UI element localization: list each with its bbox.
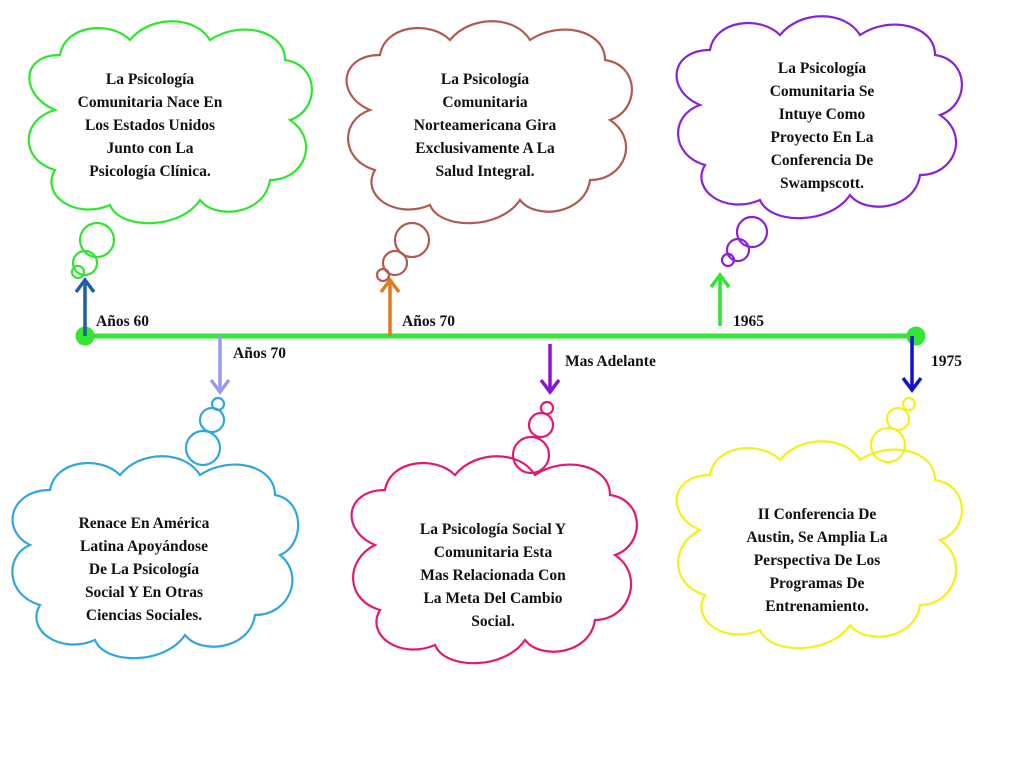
bubbles-top-2 xyxy=(375,221,431,283)
label-top-2: Años 70 xyxy=(402,313,455,330)
label-bottom-1: Años 70 xyxy=(233,345,286,362)
bubbles-bottom-3 xyxy=(869,396,917,464)
cloud-text-bottom-1: Renace En América Latina Apoyándose De L… xyxy=(78,515,210,624)
cloud-top-2 xyxy=(345,20,633,225)
cloud-top-3 xyxy=(675,15,963,220)
label-top-3: 1965 xyxy=(733,313,764,330)
cloud-text-top-2: La Psicología Comunitaria Norteamericana… xyxy=(413,71,557,180)
arrow-up-2 xyxy=(379,277,401,336)
label-bottom-2: Mas Adelante xyxy=(565,353,656,370)
arrow-up-3 xyxy=(709,272,731,326)
cloud-top-1 xyxy=(27,20,313,225)
cloud-text-bottom-2: La Psicología Social Y Comunitaria Esta … xyxy=(419,521,567,630)
label-bottom-3: 1975 xyxy=(931,353,962,370)
cloud-text-bottom-3: II Conferencia De Austin, Se Amplia La P… xyxy=(746,506,888,615)
arrow-down-2 xyxy=(539,344,561,395)
bubbles-top-3 xyxy=(720,215,769,268)
label-top-1: Años 60 xyxy=(96,313,149,330)
bubbles-bottom-1 xyxy=(184,396,226,467)
timeline-end-dot xyxy=(906,326,926,346)
bubbles-bottom-2 xyxy=(511,400,555,475)
cloud-bottom-1 xyxy=(11,455,300,660)
arrow-up-1 xyxy=(74,277,96,336)
cloud-bottom-3 xyxy=(675,440,963,650)
arrow-down-3 xyxy=(901,336,923,393)
cloud-text-top-1: La Psicología Comunitaria Nace En Los Es… xyxy=(77,71,223,180)
cloud-text-top-3: La Psicología Comunitaria Se Intuye Como… xyxy=(769,60,875,192)
bubbles-top-1 xyxy=(70,221,116,280)
cloud-bottom-2 xyxy=(350,455,638,665)
arrow-down-1 xyxy=(209,336,231,395)
